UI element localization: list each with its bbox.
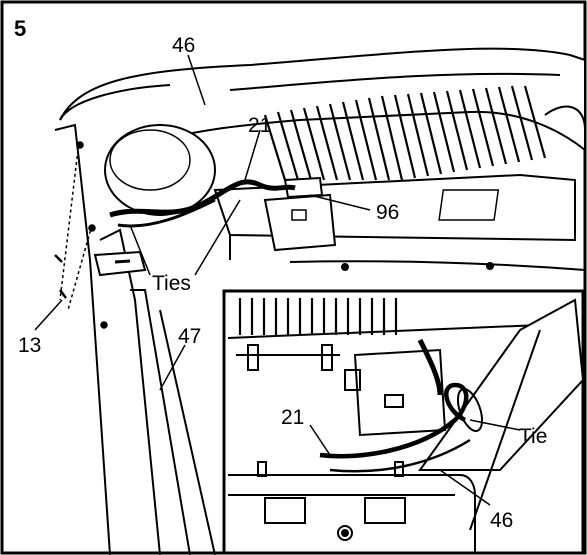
inset-bolt-center: [342, 530, 348, 536]
screws-13: [55, 142, 107, 328]
mount-plate: [95, 252, 145, 275]
leader-47: [160, 345, 185, 390]
upright-left-edge: [55, 125, 110, 555]
callout-ties: Ties: [152, 272, 191, 295]
leader-13: [35, 300, 62, 330]
callout-46-inset: 46: [490, 509, 513, 532]
callout-tie-inset: Tie: [519, 425, 547, 448]
callout-21-main: 21: [248, 114, 271, 137]
speaker-inner: [110, 130, 190, 190]
tie-leader-1: [195, 200, 240, 275]
hood-rivet-2: [487, 263, 493, 269]
bracket-96: [265, 195, 335, 250]
hood-lower-rail: [290, 261, 585, 270]
callout-13: 13: [18, 334, 41, 357]
inset-view: [224, 291, 583, 553]
callout-46-main: 46: [172, 34, 195, 57]
callout-21-inset: 21: [281, 406, 304, 429]
leader-21-main: [245, 130, 260, 180]
hood-rivet-1: [342, 264, 348, 270]
mount-slot: [115, 261, 130, 262]
callout-96: 96: [376, 201, 399, 224]
upright-inner-edge: [100, 230, 160, 555]
callout-47: 47: [178, 325, 201, 348]
step-number: 5: [14, 16, 26, 41]
